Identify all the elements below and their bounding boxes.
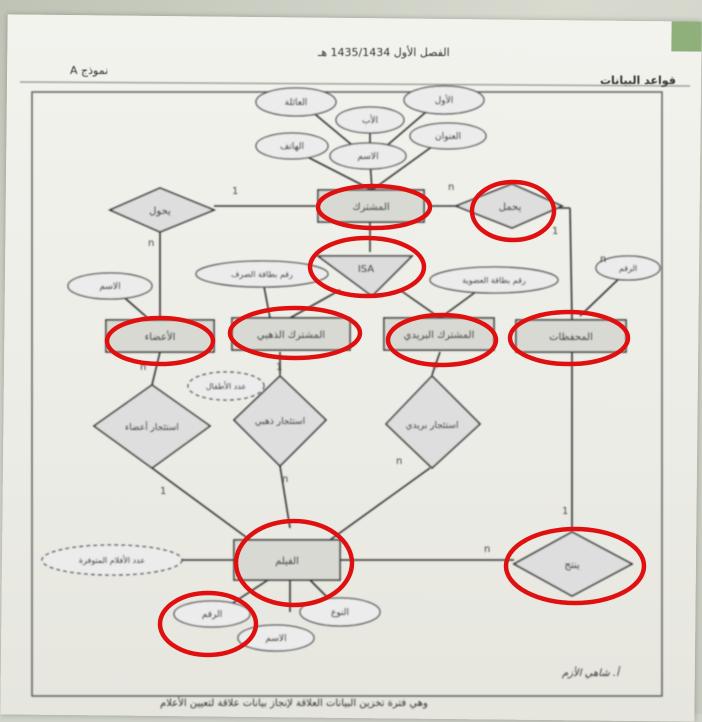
highlight-golden-subscriber [227, 305, 363, 361]
attr-member-name-oval [67, 272, 153, 300]
highlight-produces [503, 526, 647, 606]
card-6: 1 [276, 362, 282, 373]
label-phone: الهاتف [280, 142, 304, 152]
label-middle: الأب [362, 114, 378, 126]
attr-first-oval [403, 85, 485, 115]
label-id-card: رقم بطاقة العضوية [462, 276, 526, 285]
attr-num-children-oval [187, 371, 265, 401]
highlight-film-number [157, 590, 259, 658]
red-highlights [104, 179, 647, 658]
diagram-border [31, 91, 663, 697]
label-company-number: الرقم [619, 264, 637, 273]
label-copies: عدد الأفلام المتوفرة [79, 555, 145, 565]
card-13: n [600, 254, 606, 265]
rel-rent-members [92, 384, 212, 469]
card-2: n [448, 182, 454, 193]
card-4: 1 [552, 226, 558, 237]
signature-text: أ. شاهي الأزم [562, 668, 619, 679]
attr-film-number-oval [173, 600, 251, 628]
rel-borrow [108, 187, 217, 233]
attr-phone-oval [255, 132, 329, 160]
label-produces: ينتج [564, 560, 579, 571]
rel-rent-postal [384, 374, 482, 470]
label-contains: يحمل [499, 202, 522, 213]
attr-address-oval [409, 122, 487, 150]
entity-subscriber [317, 189, 425, 223]
course-title: قواعد البيانات [600, 74, 676, 87]
semester-header: الفصل الأول 1435/1434 هـ [318, 46, 450, 59]
label-subscriber: المشترك [352, 202, 389, 213]
card-1: 1 [232, 186, 238, 197]
label-num-children: عدد الأطفال [206, 381, 247, 391]
label-first: الأول [435, 94, 454, 106]
entity-golden-subscriber [231, 317, 351, 351]
highlight-film [233, 518, 355, 608]
attr-middle-oval [335, 106, 405, 134]
attr-family-oval [255, 87, 337, 117]
label-film: الفيلم [275, 556, 299, 567]
label-member-name: الاسم [99, 282, 120, 292]
label-category: النوع [331, 608, 349, 618]
label-film-name: الاسم [265, 634, 286, 644]
attr-copies-oval [41, 544, 183, 576]
attr-company-number-oval [595, 255, 661, 281]
label-isa: ISA [358, 264, 374, 275]
model-label: نموذج A [70, 64, 109, 77]
rel-contains [453, 183, 564, 229]
label-rent-members: استئجار أعضاء [125, 421, 179, 433]
label-companies: المحفظات [549, 332, 593, 343]
card-12: 1 [562, 506, 568, 517]
highlight-isa [307, 235, 427, 299]
card-9: n [282, 474, 288, 485]
label-address: العنوان [435, 132, 461, 142]
label-family: العائلة [285, 98, 308, 108]
label-golden-subscriber: المشترك الذهبي [257, 330, 325, 341]
entity-film [233, 539, 341, 581]
label-film-number: الرقم [202, 610, 223, 620]
isa-triangle [315, 255, 414, 298]
highlight-subscriber [315, 183, 433, 231]
card-10: n [396, 456, 402, 467]
entity-companies [515, 319, 627, 353]
label-borrow: يحول [149, 206, 171, 217]
label-members: الأعضاء [145, 330, 176, 343]
card-11: n [484, 544, 490, 555]
rel-rent-golden [232, 374, 328, 468]
label-name: الاسم [357, 152, 378, 162]
card-3: n [148, 238, 154, 249]
card-5: n [140, 362, 146, 373]
label-rent-golden: استئجار ذهبي [255, 417, 305, 427]
attr-category-oval [299, 597, 381, 627]
label-credit-card: رقم بطاقة الصرف [231, 270, 293, 279]
label-postal-subscriber: المشترك البريدي [404, 330, 475, 341]
highlight-contains [469, 179, 557, 243]
attr-name-oval [329, 142, 407, 170]
connector-lines [109, 99, 629, 612]
rel-produces [512, 531, 634, 597]
highlight-members [104, 315, 216, 367]
highlight-postal-subscriber [385, 312, 499, 368]
footer-note: وهي فترة تخزين البيانات العلاقة لإنجاز ب… [160, 698, 428, 709]
label-rent-postal: استئجار بريدي [406, 421, 459, 431]
attr-credit-card-oval [195, 260, 329, 288]
diagram-drawing [19, 81, 691, 697]
header-rule [19, 81, 691, 87]
highlight-companies [507, 309, 631, 367]
attr-id-card-oval [429, 266, 559, 294]
card-8: 1 [160, 486, 166, 497]
